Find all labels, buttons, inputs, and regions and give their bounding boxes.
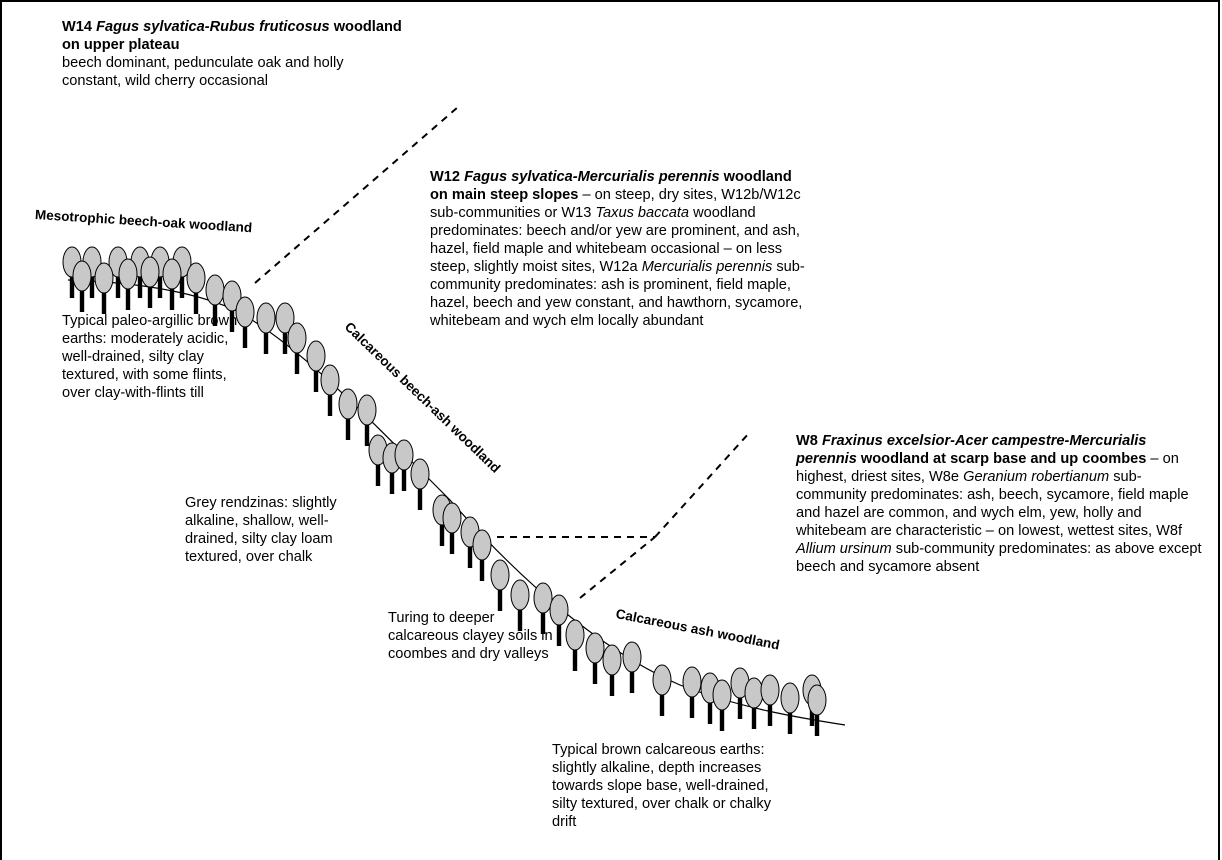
tree-icon: [94, 262, 114, 314]
leader-line-w14: [254, 106, 459, 284]
tree-icon: [760, 674, 780, 726]
w8-text-a: – on highest, driest sites, W8e: [796, 451, 1179, 485]
w14-species: Fagus sylvatica-Rubus fruticosus: [96, 19, 330, 35]
w8-species: Fraxinus excelsior-Acer campestre-Mercur…: [796, 433, 1147, 467]
tree-icon: [118, 258, 138, 310]
w14-title: woodland on upper plateau: [62, 19, 402, 53]
tree-icon: [549, 594, 569, 646]
w8-species-c: Allium ursinum: [796, 541, 892, 557]
soil-clayey: Turing to deeper calcareous clayey soils…: [388, 610, 553, 662]
w12-text-c: sub-community predominates: ash is promi…: [430, 259, 805, 329]
w8-text-b: sub-community predominates: ash, beech, …: [796, 469, 1189, 539]
tree-icon: [368, 434, 388, 486]
w8-code: W8: [796, 433, 818, 449]
w8-text-c: sub-community predominates: as above exc…: [796, 541, 1202, 575]
tree-icon: [565, 619, 585, 671]
tree-icon: [357, 394, 377, 446]
w12-species-b: Taxus baccata: [595, 205, 690, 221]
soil-paleo-argillic: Typical paleo-argillic brown earths: mod…: [62, 313, 238, 401]
tree-icon: [306, 340, 326, 392]
tree-icon: [222, 280, 242, 332]
leader-line-w8a: [654, 431, 751, 538]
tree-icon: [682, 666, 702, 718]
tree-row: [62, 246, 827, 736]
tree-icon: [585, 632, 605, 684]
tree-icon: [730, 667, 750, 719]
leader-line-w8b: [579, 536, 656, 599]
tree-icon: [320, 364, 340, 416]
tree-icon: [744, 677, 764, 729]
tree-icon: [712, 679, 732, 731]
tree-icon: [410, 458, 430, 510]
tree-icon: [235, 296, 255, 348]
w12-code: W12: [430, 169, 461, 185]
tree-icon: [275, 302, 295, 354]
tree-icon: [287, 322, 307, 374]
w8-species-b: Geranium robertianum: [963, 469, 1110, 485]
tree-icon: [256, 302, 276, 354]
tree-icon: [652, 664, 672, 716]
tree-icon: [602, 644, 622, 696]
tree-icon: [162, 258, 182, 310]
tree-icon: [780, 682, 800, 734]
tree-icon: [186, 262, 206, 314]
w8-title: woodland at scarp base and up coombes: [860, 451, 1147, 467]
w12-species: Fagus sylvatica-Mercurialis perennis: [464, 169, 720, 185]
tree-icon: [140, 256, 160, 308]
w12-text-a: – on steep, dry sites, W12b/W12c sub-com…: [430, 187, 801, 221]
tree-icon: [622, 641, 642, 693]
soil-calcareous-earths: Typical brown calcareous earths: slightl…: [552, 742, 771, 830]
tree-icon: [338, 388, 358, 440]
tree-icon: [472, 529, 492, 581]
w12-title: woodland on main steep slopes: [430, 169, 792, 203]
tree-icon: [442, 502, 462, 554]
w12-description: W12 Fagus sylvatica-Mercurialis perennis…: [430, 168, 808, 330]
tree-icon: [807, 684, 827, 736]
w14-description: W14 Fagus sylvatica-Rubus fruticosus woo…: [62, 18, 402, 90]
tree-icon: [533, 582, 553, 634]
soil-rendzinas: Grey rendzinas: slightly alkaline, shall…: [185, 495, 337, 565]
tree-icon: [72, 260, 92, 312]
tree-icon: [490, 559, 510, 611]
w14-text: beech dominant, pedunculate oak and holl…: [62, 55, 344, 89]
w14-code: W14: [62, 19, 93, 35]
w8-description: W8 Fraxinus excelsior-Acer campestre-Mer…: [796, 432, 1208, 576]
tree-icon: [510, 579, 530, 631]
tree-icon: [394, 439, 414, 491]
w12-text-b: woodland predominates: beech and/or yew …: [430, 205, 800, 275]
w12-species-c: Mercurialis perennis: [641, 259, 773, 275]
